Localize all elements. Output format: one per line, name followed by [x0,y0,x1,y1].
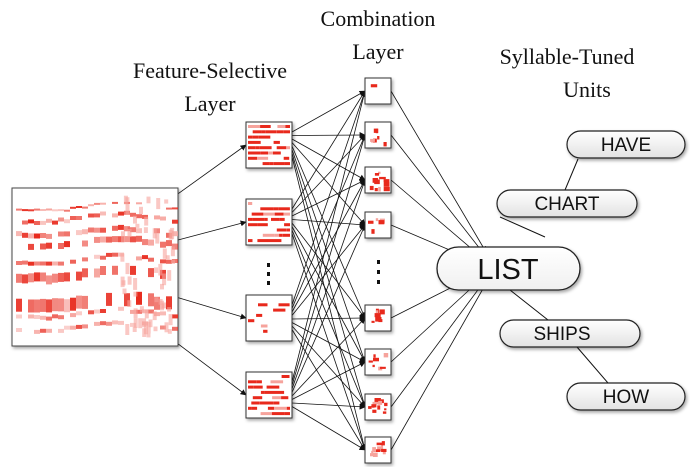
arrow-feature-3-to-combination-2 [291,134,366,309]
feature-map-3 [245,294,293,342]
input-spectrogram [11,187,179,347]
combination-unit-7 [364,393,392,421]
combination-unit-6 [364,348,392,376]
arrow-feature-4-to-combination-7 [291,402,366,410]
arrow-feature-3-to-combination-3 [291,179,366,313]
arrow-feature-4-to-combination-8 [291,406,366,451]
unit-how: HOW [566,382,686,411]
arrow-input-to-feature-2 [177,220,247,241]
arrow-feature-3-to-combination-4 [291,224,366,316]
arrow-feature-3-to-combination-6 [291,322,366,363]
unit-chart-label: CHART [534,194,599,215]
unit-have: HAVE [566,130,686,159]
unit-link-3 [509,289,549,321]
arrow-feature-3-to-combination-5 [291,315,366,322]
combination-unit-5 [364,304,392,332]
feature-selective-layer [245,121,293,419]
arrow-feature-1-to-combination-8 [291,156,367,451]
unit-link-4 [576,346,609,384]
arrow-feature-4-to-combination-3 [291,179,367,390]
syllable-units-title-line1: Syllable-Tuned [500,44,635,69]
feature-map-4 [245,371,293,419]
arrow-feature-1-to-combination-5 [291,145,366,319]
syllable-units-title-line2: Units [563,77,611,102]
arrow-feature-2-to-combination-6 [291,226,366,363]
arrow-input-to-feature-3 [177,297,247,320]
arrow-input-to-feature-1 [177,144,247,195]
arrow-feature-4-to-combination-1 [291,90,367,383]
feature-map-1 [245,121,293,169]
arrow-feature-1-to-combination-6 [291,149,367,363]
arrow-feature-3-to-combination-1 [291,90,367,306]
arrow-feature-1-to-combination-1 [291,90,366,133]
feature-layer-title-line1: Feature-Selective [133,58,287,83]
arrow-feature-1-to-combination-7 [291,152,367,408]
unit-how-label: HOW [603,387,650,408]
combination-unit-3 [364,166,392,194]
combination-unit-4 [364,211,392,239]
arrow-feature-1-to-combination-3 [291,138,366,181]
arrow-input-to-feature-4 [177,343,247,396]
combination-layer [364,77,392,464]
arrow-combination-8-to-list [390,282,487,451]
unit-ships-label: SHIPS [533,324,590,345]
unit-link-2 [499,216,546,238]
arrow-feature-4-to-combination-4 [291,224,366,393]
arrow-feature-1-to-combination-2 [291,132,366,139]
combination-ellipsis [377,260,380,284]
arrow-combination-7-to-list [390,278,487,408]
combination-layer-title-line1: Combination [321,6,436,31]
arrow-feature-4-to-combination-2 [291,134,367,386]
combination-unit-2 [364,121,392,149]
arrow-feature-3-to-combination-7 [291,325,366,408]
arrow-feature-2-to-combination-1 [291,90,366,210]
unit-ships: SHIPS [499,319,641,348]
feature-layer-title-line2: Layer [184,91,236,116]
feature-ellipsis [267,263,270,285]
unit-chart: CHART [496,189,638,218]
arrow-feature-2-to-combination-2 [291,134,366,213]
arrow-feature-1-to-combination-4 [291,142,366,226]
unit-link-1 [564,158,579,191]
feature-map-2 [245,198,293,246]
arrow-feature-4-to-combination-5 [291,317,366,397]
arrow-combination-2-to-list [390,134,487,257]
arrow-feature-4-to-combination-6 [291,361,366,400]
combination-unit-8 [364,436,392,464]
unit-list-label: LIST [477,254,539,286]
combination-unit-1 [364,77,392,105]
arrow-combination-1-to-list [390,90,487,253]
arrow-feature-3-to-combination-8 [291,329,366,451]
combination-layer-title-line2: Layer [352,39,404,64]
unit-have-label: HAVE [601,135,651,156]
unit-list: LIST [436,246,581,291]
